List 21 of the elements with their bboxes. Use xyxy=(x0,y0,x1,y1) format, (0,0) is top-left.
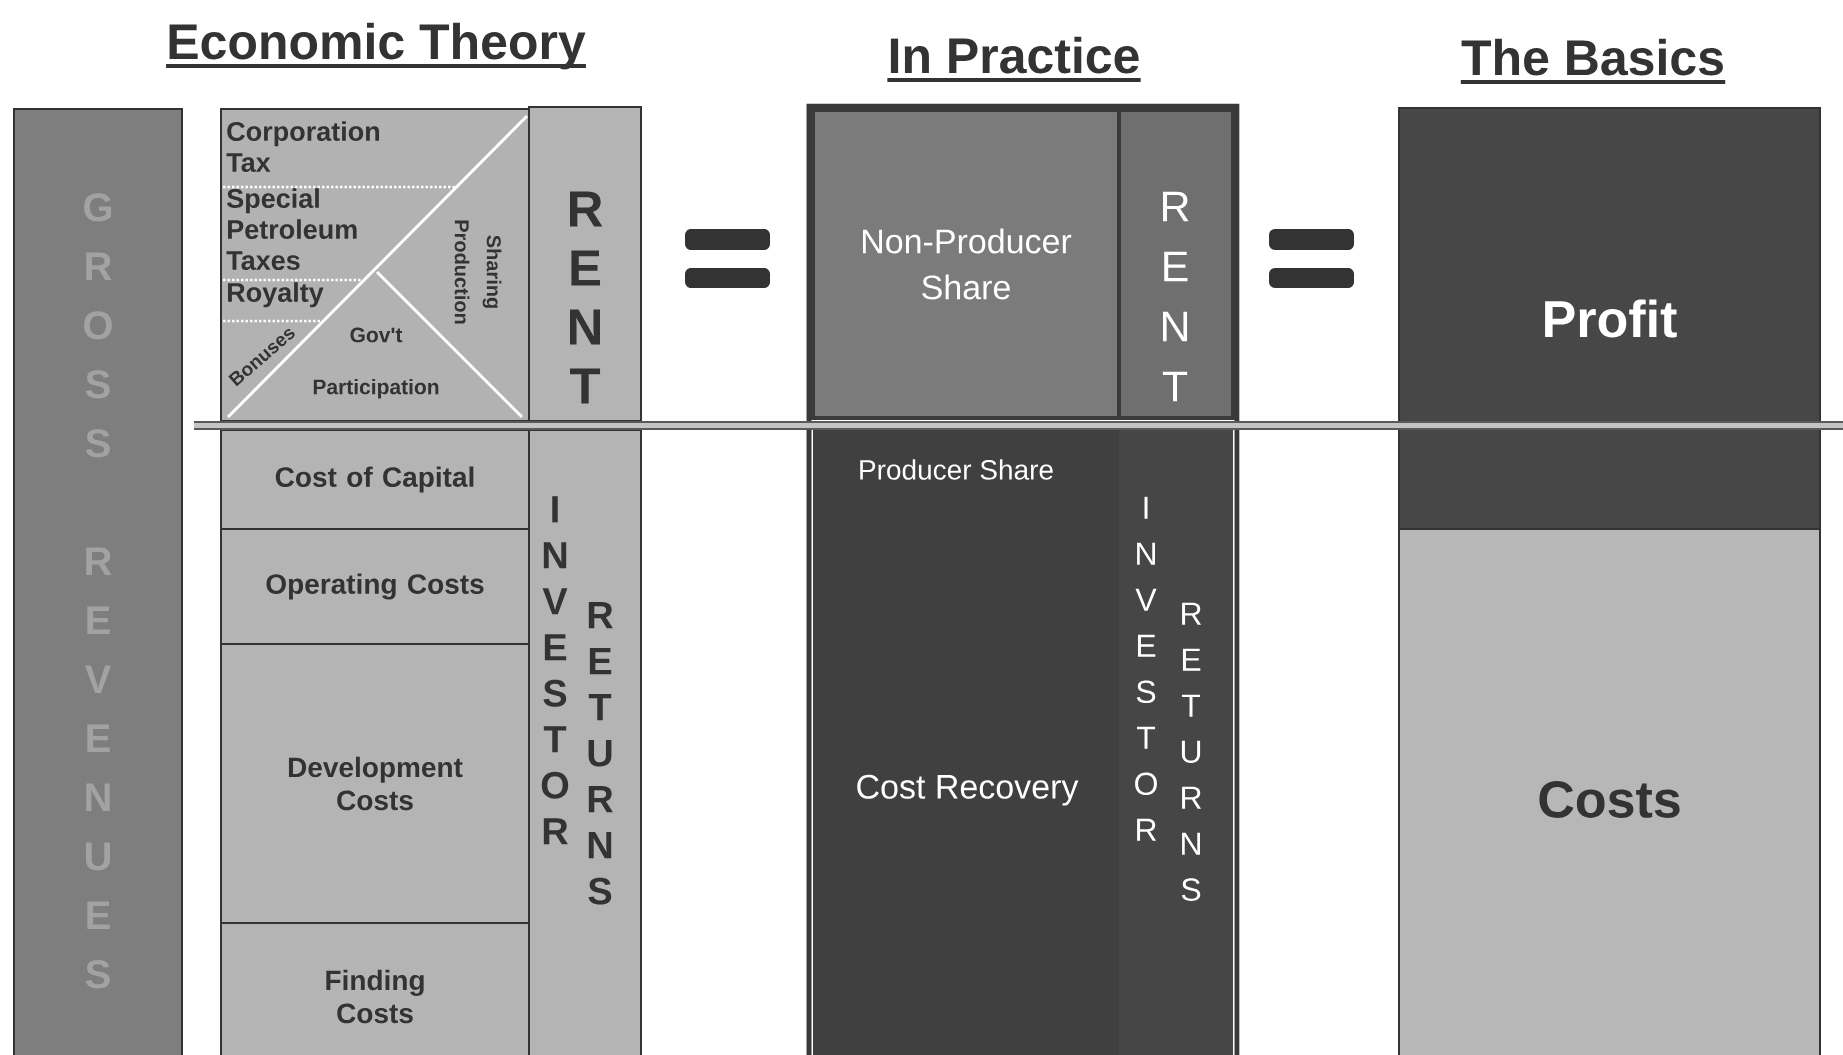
region-label: Corporation Tax xyxy=(226,121,379,173)
region-label: Special Petroleum Taxes xyxy=(226,188,357,271)
returns-column: INVESTOR RETURNS xyxy=(1119,430,1233,1055)
section-title: The Basics xyxy=(1460,38,1726,84)
cost-cell: Operating Costs xyxy=(220,528,530,645)
share-block: Non-Producer Share xyxy=(811,108,1121,420)
region-label: Royalty xyxy=(228,282,324,308)
share-block: Producer Share Cost Recovery xyxy=(813,430,1119,1055)
costs-block: Costs xyxy=(1398,528,1821,1055)
region-label: Sharing Production xyxy=(454,220,502,324)
node-label: INVESTOR xyxy=(541,496,569,845)
region-label: Gov't Participation xyxy=(313,327,439,399)
section-title: Economic Theory xyxy=(166,22,586,70)
section-title: In Practice xyxy=(887,36,1141,82)
profit-block: Profit xyxy=(1398,107,1821,530)
node-label: RETURNS xyxy=(588,602,613,905)
rent-column: RENT xyxy=(1117,108,1235,420)
node-label: Finding Costs xyxy=(326,969,424,1024)
rent-column: RENT xyxy=(528,106,642,422)
cost-cell: Finding Costs xyxy=(220,922,530,1055)
cost-cell: Cost of Capital xyxy=(220,429,530,530)
